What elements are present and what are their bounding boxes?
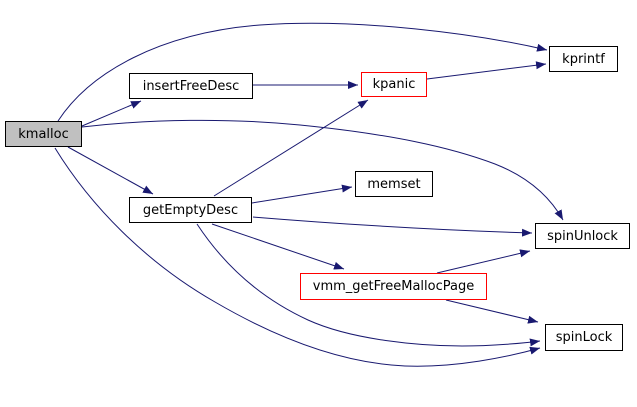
edge-kmalloc-to-insertFreeDesc	[81, 100, 142, 127]
node-kprintf[interactable]: kprintf	[549, 46, 618, 72]
node-insertFreeDesc[interactable]: insertFreeDesc	[129, 73, 253, 99]
node-memset[interactable]: memset	[355, 171, 433, 197]
node-memset-label: memset	[367, 176, 421, 192]
node-spinLock[interactable]: spinLock	[545, 324, 623, 351]
node-kpanic[interactable]: kpanic	[361, 72, 427, 97]
node-insertFreeDesc-label: insertFreeDesc	[142, 78, 240, 94]
node-getEmptyDesc-label: getEmptyDesc	[142, 202, 239, 218]
edge-getEmptyDesc-to-spinLock	[196, 223, 541, 347]
node-kmalloc-label: kmalloc	[18, 126, 69, 142]
node-kpanic-label: kpanic	[372, 77, 416, 92]
edge-vmm_getFreeMallocPage-to-spinLock	[445, 299, 539, 324]
node-vmm_getFreeMallocPage-label: vmm_getFreeMallocPage	[312, 279, 475, 294]
edge-kpanic-to-kprintf	[426, 61, 547, 80]
edge-vmm_getFreeMallocPage-to-spinUnlock	[436, 249, 531, 274]
node-kprintf-label: kprintf	[562, 51, 605, 67]
edge-getEmptyDesc-to-memset	[251, 184, 353, 204]
edge-kmalloc-to-spinLock	[54, 147, 541, 367]
edge-kmalloc-to-spinUnlock	[81, 119, 564, 221]
edge-getEmptyDesc-to-spinUnlock	[252, 216, 533, 237]
edge-getEmptyDesc-to-vmm_getFreeMallocPage	[211, 223, 345, 270]
node-spinUnlock-label: spinUnlock	[547, 228, 618, 244]
edge-kmalloc-to-kprintf	[57, 22, 548, 122]
node-vmm_getFreeMallocPage[interactable]: vmm_getFreeMallocPage	[300, 273, 487, 300]
node-kmalloc: kmalloc	[5, 121, 82, 147]
node-getEmptyDesc[interactable]: getEmptyDesc	[129, 197, 252, 223]
edge-getEmptyDesc-to-kpanic	[213, 99, 369, 197]
node-spinLock-label: spinLock	[555, 330, 613, 345]
node-spinUnlock[interactable]: spinUnlock	[535, 223, 630, 249]
edge-kmalloc-to-getEmptyDesc	[67, 146, 154, 195]
